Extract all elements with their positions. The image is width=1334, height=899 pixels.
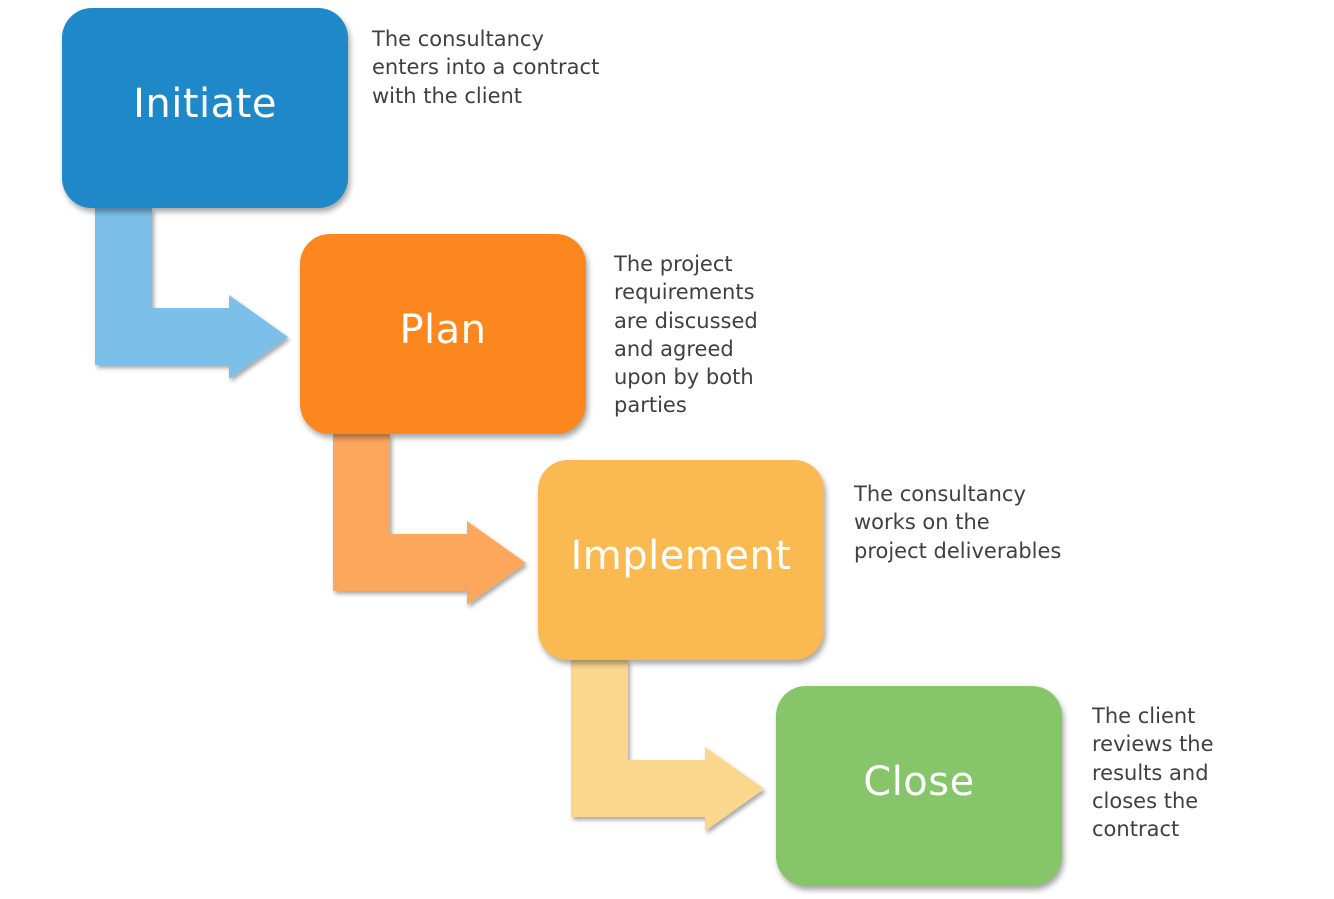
bent-arrow-plan-to-implement [333, 434, 526, 605]
stage-label-plan: Plan [399, 307, 487, 353]
bent-arrow-initiate-to-plan [95, 208, 288, 379]
stage-box-plan: Plan [300, 234, 586, 434]
stage-label-implement: Implement [570, 533, 792, 579]
bent-arrow-implement-to-close [571, 660, 764, 831]
stage-box-implement: Implement [538, 460, 824, 660]
stage-label-close: Close [863, 759, 975, 805]
stage-box-initiate: Initiate [62, 8, 348, 208]
stage-description-close: The client reviews the results and close… [1092, 704, 1214, 842]
stage-description-initiate: The consultancy enters into a contract w… [372, 27, 600, 108]
stage-label-initiate: Initiate [133, 81, 277, 127]
stage-description-plan: The project requirements are discussed a… [614, 252, 758, 418]
stage-box-close: Close [776, 686, 1062, 886]
stage-description-implement: The consultancy works on the project del… [854, 482, 1062, 563]
